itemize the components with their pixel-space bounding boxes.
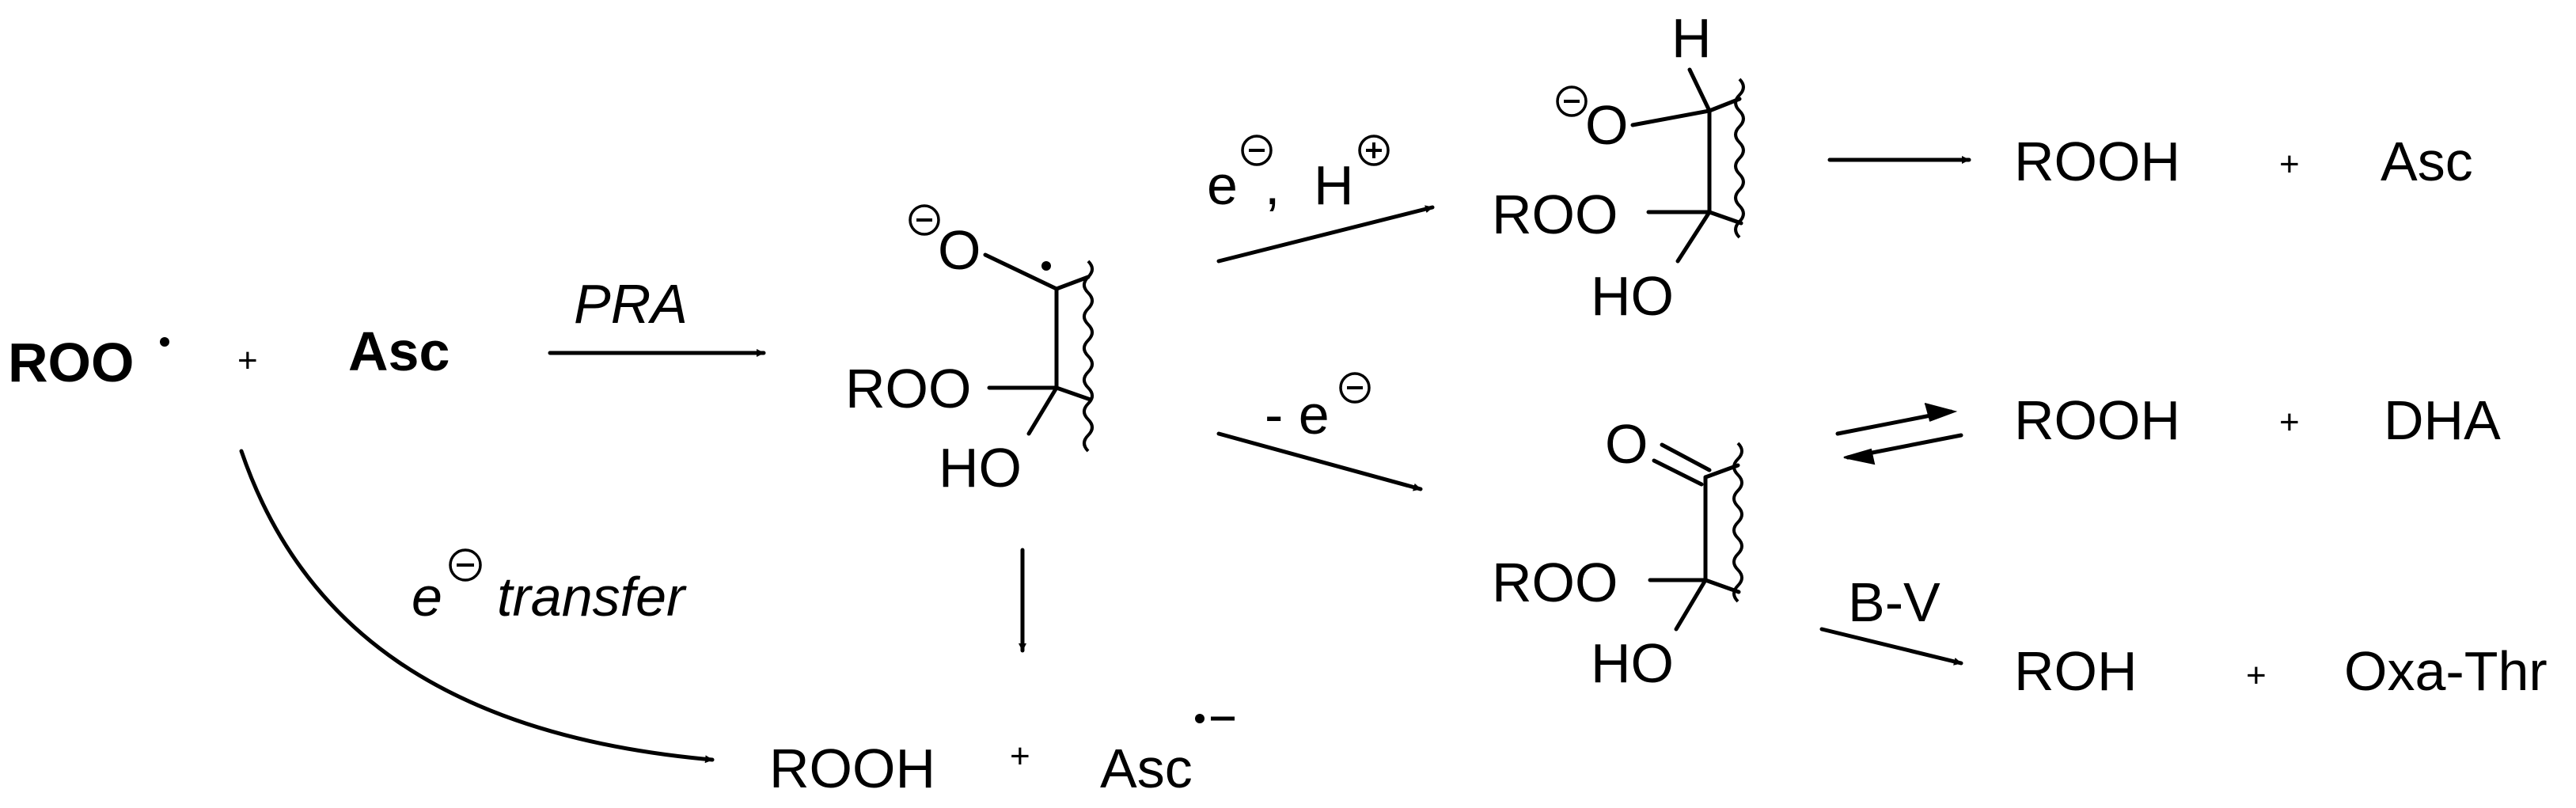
bond	[1687, 67, 1712, 113]
bottom-oxa-thr: Oxa-Thr	[2344, 640, 2548, 702]
alcohol-o-minus: O	[1585, 94, 1628, 156]
middle-dha: DHA	[2384, 389, 2501, 451]
bond	[1674, 578, 1708, 632]
minus-circle-icon	[909, 204, 940, 236]
wavy-bond	[1732, 442, 1743, 603]
radical-dot-icon	[160, 337, 169, 347]
top-rooh: ROOH	[2014, 131, 2180, 192]
bond	[1652, 458, 1704, 487]
bv-label: B-V	[1848, 571, 1941, 633]
radical-ho: HO	[939, 437, 1022, 499]
bottom-plus: +	[2246, 656, 2267, 695]
alcohol-roo: ROO	[1492, 184, 1618, 245]
ketone-o: O	[1605, 413, 1648, 475]
minus-circle-icon	[1339, 372, 1371, 404]
bond	[1707, 210, 1743, 226]
wavy-bond	[1083, 260, 1094, 453]
middle-plus: +	[2279, 403, 2300, 442]
minus-circle-icon	[1556, 85, 1588, 117]
bv-arrow	[1819, 627, 1963, 666]
top-plus: +	[2279, 145, 2300, 184]
bond	[1630, 108, 1712, 127]
bond	[1026, 385, 1059, 436]
oxidation-arrow	[1216, 431, 1423, 491]
wavy-bond	[1734, 78, 1745, 239]
bond	[1054, 385, 1093, 402]
minus-circle-icon	[449, 548, 482, 582]
bond	[983, 252, 1059, 291]
electron-transfer-e: e	[412, 566, 442, 628]
reactant-roo-radical: ROO	[8, 332, 134, 393]
radical-o-minus: O	[938, 219, 981, 281]
bond	[1660, 442, 1712, 472]
middle-rooh: ROOH	[2014, 389, 2180, 451]
direct-asc: Asc	[1100, 738, 1193, 799]
reduction-e: e	[1207, 154, 1238, 216]
radical-roo: ROO	[845, 358, 971, 419]
plus-circle-icon	[1358, 135, 1390, 166]
bond	[1054, 275, 1091, 291]
bottom-roh: ROH	[2014, 640, 2138, 702]
reduction-arrow	[1216, 205, 1435, 264]
ketone-ho: HO	[1591, 632, 1674, 694]
electron-transfer-arrow	[239, 449, 715, 764]
reduction-h: H	[1314, 154, 1354, 216]
reactant-asc: Asc	[348, 321, 450, 382]
pra-label: PRA	[574, 273, 688, 335]
alcohol-h: H	[1671, 7, 1712, 69]
electron-transfer-word: transfer	[497, 566, 687, 628]
top-asc: Asc	[2381, 131, 2473, 192]
ketone-roo: ROO	[1492, 552, 1618, 613]
equilibrium-arrow	[1835, 403, 1963, 465]
reactant-plus: +	[237, 341, 258, 380]
radical-dot-icon	[1195, 714, 1205, 723]
reduction-comma: ,	[1265, 154, 1280, 216]
alcohol-ho: HO	[1591, 265, 1674, 327]
minus-circle-icon	[1241, 135, 1273, 166]
bond	[1675, 210, 1712, 264]
oxidation-label: - e	[1265, 384, 1330, 446]
radical-dot-icon	[1041, 261, 1051, 271]
direct-plus: +	[1010, 737, 1030, 776]
direct-rooh: ROOH	[769, 738, 935, 799]
